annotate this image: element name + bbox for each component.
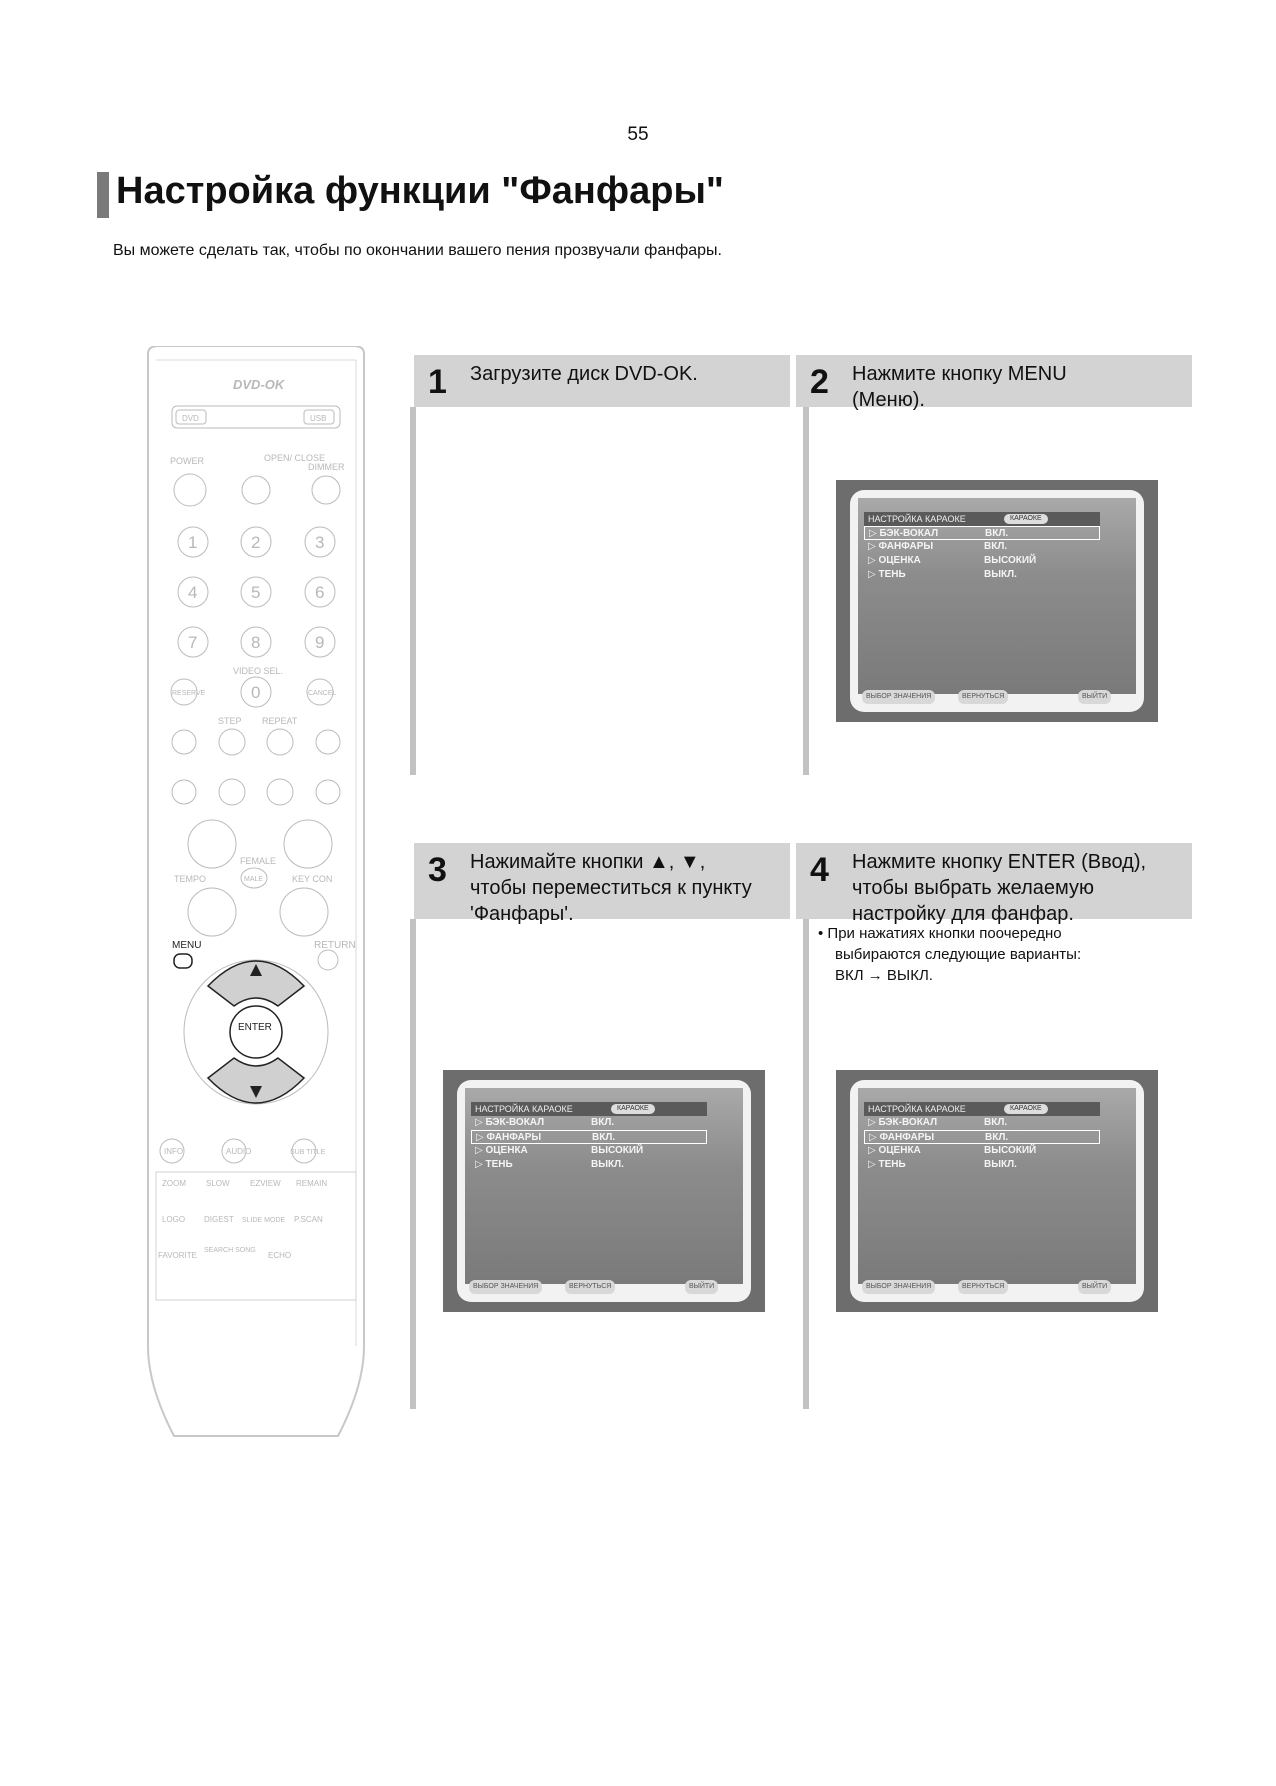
svg-text:DIGEST: DIGEST [204, 1215, 234, 1224]
svg-text:1: 1 [188, 533, 197, 552]
svg-text:RETURN: RETURN [314, 940, 356, 951]
remote-logo: DVD-OK [233, 377, 286, 392]
step-4-divider [803, 919, 809, 1409]
svg-text:REPEAT: REPEAT [262, 716, 298, 726]
step-4-header: 4 Нажмите кнопку ENTER (Ввод),чтобы выбр… [796, 843, 1192, 925]
intro-text: Вы можете сделать так, чтобы по окончани… [113, 242, 722, 259]
svg-text:AUDIO: AUDIO [226, 1147, 251, 1156]
svg-text:RESERVE: RESERVE [172, 690, 206, 697]
step-4-number: 4 [810, 851, 829, 889]
svg-text:SLIDE MODE: SLIDE MODE [242, 1217, 286, 1224]
svg-text:DIMMER: DIMMER [308, 462, 345, 472]
svg-text:7: 7 [188, 633, 197, 652]
enter-button-label: ENTER [238, 1022, 272, 1033]
svg-text:6: 6 [315, 583, 324, 602]
svg-text:4: 4 [188, 583, 197, 602]
svg-text:REMAIN: REMAIN [296, 1179, 327, 1188]
background-photo [465, 1088, 743, 1284]
background-photo [858, 498, 1136, 694]
menu-button-label: MENU [172, 940, 201, 951]
svg-text:ECHO: ECHO [268, 1251, 291, 1260]
svg-text:P.SCAN: P.SCAN [294, 1215, 323, 1224]
svg-text:CANCEL: CANCEL [308, 690, 337, 697]
title-accent-bar [97, 172, 109, 218]
svg-text:2: 2 [251, 533, 260, 552]
remote-control-illustration: DVD-OK DVD USB POWER OPEN/ CLOSE DIMMER … [138, 345, 374, 1446]
step-3-divider [410, 919, 416, 1409]
step-2-header: 2 Нажмите кнопку MENU(Меню). [796, 355, 1192, 411]
svg-text:8: 8 [251, 633, 260, 652]
svg-text:FAVORITE: FAVORITE [158, 1251, 197, 1260]
svg-text:SEARCH SONG: SEARCH SONG [204, 1247, 256, 1254]
step-2-divider [803, 407, 809, 775]
step-4-bullet: • При нажатиях кнопки поочередно выбираю… [818, 925, 1082, 984]
svg-text:VIDEO SEL.: VIDEO SEL. [233, 666, 283, 676]
step-2-text: Нажмите кнопку MENU(Меню). [852, 363, 1067, 411]
svg-text:SUB TITLE: SUB TITLE [290, 1149, 326, 1156]
dvd-button: DVD [182, 414, 199, 423]
svg-text:OPEN/ CLOSE: OPEN/ CLOSE [264, 453, 325, 463]
svg-text:0: 0 [251, 683, 260, 702]
background-photo [858, 1088, 1136, 1284]
usb-button: USB [310, 414, 326, 423]
step-3-text: Нажимайте кнопки ▲, ▼,чтобы переместитьс… [470, 851, 752, 925]
svg-text:SLOW: SLOW [206, 1179, 230, 1188]
svg-text:5: 5 [251, 583, 260, 602]
step-1-header: 1 Загрузите диск DVD-OK. [414, 355, 790, 407]
svg-text:KEY CON: KEY CON [292, 874, 332, 884]
page-title: Настройка функции "Фанфары" [116, 170, 724, 212]
svg-text:EZVIEW: EZVIEW [250, 1179, 281, 1188]
step-2-number: 2 [810, 363, 829, 401]
step-3-header: 3 Нажимайте кнопки ▲, ▼,чтобы переместит… [414, 843, 790, 925]
svg-text:LOGO: LOGO [162, 1215, 185, 1224]
page-number: 55 [627, 124, 649, 145]
svg-text:INFO: INFO [164, 1147, 183, 1156]
step-1-text: Загрузите диск DVD-OK. [470, 363, 698, 385]
svg-text:STEP: STEP [218, 716, 242, 726]
svg-text:MALE: MALE [244, 876, 263, 883]
svg-text:TEMPO: TEMPO [174, 874, 206, 884]
svg-text:3: 3 [315, 533, 324, 552]
step-1-number: 1 [428, 363, 447, 401]
svg-text:ZOOM: ZOOM [162, 1179, 186, 1188]
number-pad: 1 2 3 4 5 6 7 8 9 VIDEO SEL. 0 RESERVE C… [170, 526, 337, 708]
step-3-number: 3 [428, 851, 447, 889]
svg-text:FEMALE: FEMALE [240, 856, 276, 866]
step-4-text: Нажмите кнопку ENTER (Ввод),чтобы выбрат… [852, 851, 1147, 925]
step-1-divider [410, 407, 416, 775]
svg-text:9: 9 [315, 633, 324, 652]
svg-text:POWER: POWER [170, 456, 205, 466]
